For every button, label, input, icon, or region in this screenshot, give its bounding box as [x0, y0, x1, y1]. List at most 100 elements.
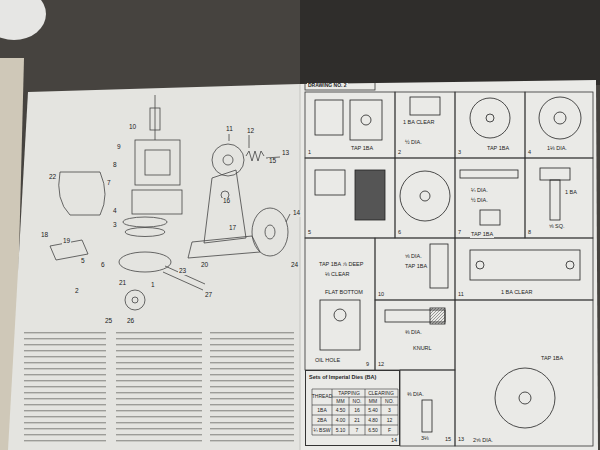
dimension-label: ⅜ DIA.: [406, 392, 425, 398]
panel-number: 4: [527, 150, 532, 156]
dimension-label: KNURL: [412, 346, 433, 352]
panel-number: 6: [397, 230, 402, 236]
dimension-label: ⅝ DIA.: [404, 254, 423, 260]
table-cell: 7: [355, 428, 360, 433]
callout-number: 7: [106, 180, 112, 187]
panel-number: 1: [307, 150, 312, 156]
table-cell: TAPPING: [337, 391, 361, 396]
dimension-label: ⅝ SQ.: [548, 224, 566, 230]
table-cell: 5.40: [367, 408, 379, 413]
callout-number: 21: [118, 280, 127, 287]
dimension-label: 1⅛ DIA.: [546, 146, 568, 152]
exploded-view: [50, 95, 290, 310]
dimension-label: TAP 1BA: [404, 264, 428, 270]
table-cell: THREAD: [311, 394, 334, 399]
left-sheet: [8, 84, 300, 450]
callout-number: 12: [246, 128, 255, 135]
table-cell: MM: [335, 399, 345, 404]
callout-number: 1: [150, 282, 156, 289]
text-column: [210, 330, 294, 446]
table-cell: MM: [368, 399, 378, 404]
table-cell: 6.50: [367, 428, 379, 433]
callout-number: 4: [112, 208, 118, 215]
table-cell: 4.00: [335, 418, 347, 423]
dimension-label: OIL HOLE: [314, 358, 341, 364]
dimension-label: ¼ DIA.: [470, 188, 489, 194]
dimension-label: 1 BA: [564, 190, 578, 196]
callout-number: 15: [268, 158, 277, 165]
dimension-label: ½ DIA.: [404, 140, 423, 146]
table-heading: Sets of Imperial Dies (BA): [309, 374, 396, 380]
table-cell: 5.10: [335, 428, 347, 433]
callout-number: 18: [40, 232, 49, 239]
table-cell: F: [387, 428, 392, 433]
table-cell: CLEARING: [367, 391, 395, 396]
panel-number: 7: [457, 230, 462, 236]
table-cell: NO.: [352, 399, 363, 404]
callout-number: 9: [116, 144, 122, 151]
panel-number: 9: [365, 362, 370, 368]
callout-number: 27: [204, 292, 213, 299]
panel-number: 5: [307, 230, 312, 236]
callout-number: 3: [112, 222, 118, 229]
panel-number: 2: [397, 150, 402, 156]
callout-number: 23: [178, 268, 187, 275]
panel-number: 3: [457, 150, 462, 156]
callout-number: 8: [112, 162, 118, 169]
dimension-label: ⅜ DIA.: [404, 330, 423, 336]
panel-number: 8: [527, 230, 532, 236]
callout-number: 6: [100, 262, 106, 269]
table-cell: 4.50: [335, 408, 347, 413]
table-cell: 21: [353, 418, 361, 423]
dimension-label: 1 BA CLEAR: [500, 290, 534, 296]
callout-number: 19: [62, 238, 71, 245]
callout-number: 14: [292, 210, 301, 217]
callout-number: 17: [228, 225, 237, 232]
panel-number: 10: [377, 292, 385, 298]
dimension-label: 3⅛: [420, 436, 430, 442]
callout-number: 2: [74, 288, 80, 295]
table-cell: NO.: [384, 399, 395, 404]
table-cell: 2BA: [316, 418, 327, 423]
dimension-label: TAP 1BA: [350, 146, 374, 152]
callout-number: 25: [104, 318, 113, 325]
text-column: [24, 330, 106, 446]
callout-number: 11: [225, 126, 234, 133]
callout-number: 16: [222, 198, 231, 205]
table-cell: 4.80: [367, 418, 379, 423]
dimension-label: TAP 1BA: [540, 356, 564, 362]
dark-surface: [300, 0, 600, 85]
dimension-label: TAP 1BA ⅞ DEEP: [318, 262, 364, 268]
right-sheet: [300, 80, 598, 450]
white-cup: [0, 0, 46, 40]
panel-frames: [305, 81, 593, 446]
drawing-title: DRAWING NO. 2: [307, 83, 348, 88]
callout-number: 26: [126, 318, 135, 325]
table-cell: 12: [386, 418, 394, 423]
panel-number: 11: [457, 292, 465, 298]
part-drawings: [315, 97, 581, 432]
dimension-label: FLAT BOTTOM: [324, 290, 364, 296]
callout-number: 13: [281, 150, 290, 157]
text-column: [116, 330, 202, 446]
dimension-label: 1 BA CLEAR: [402, 120, 436, 126]
dimension-label: ½ DIA.: [470, 198, 489, 204]
panel-number: 12: [377, 362, 385, 368]
table-cell: 1BA: [316, 408, 327, 413]
table-cell: 3: [387, 408, 392, 413]
panel-number: 13: [457, 437, 465, 443]
callout-number: 20: [200, 262, 209, 269]
callout-number: 24: [290, 262, 299, 269]
dimension-label: TAP 1BA: [486, 146, 510, 152]
dimension-label: 2⅝ DIA.: [472, 438, 494, 444]
table-cell: ¼ BSW: [313, 428, 332, 433]
callout-number: 10: [128, 124, 137, 131]
panel-number: 14: [390, 438, 398, 444]
dimension-label: ⅛ CLEAR: [324, 272, 350, 278]
callout-number: 22: [48, 174, 57, 181]
fold-line: [300, 84, 301, 450]
callout-number: 5: [80, 258, 86, 265]
table-cell: 16: [353, 408, 361, 413]
